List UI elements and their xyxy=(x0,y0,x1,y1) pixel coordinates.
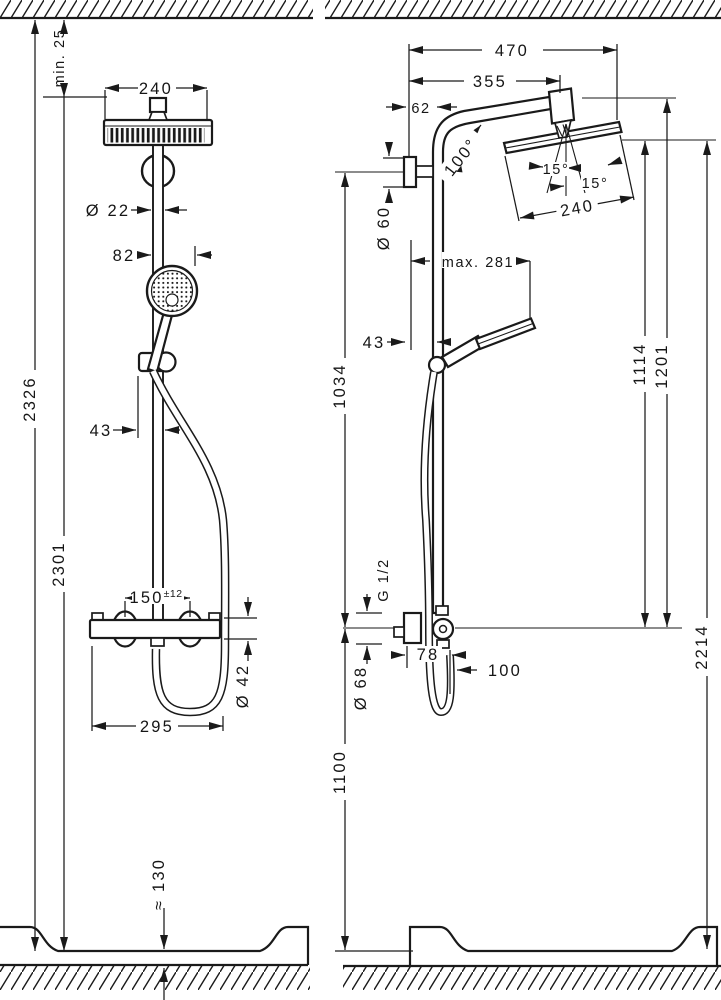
overhead-shower-side xyxy=(502,87,623,196)
dim-label-arm-reach: 355 xyxy=(473,73,507,91)
dim-head-total-height: 2214 xyxy=(693,141,711,949)
overhead-shower-front xyxy=(102,96,214,147)
side-view: 470 355 62 Ø 60 100° xyxy=(325,0,721,990)
dim-head-width-side: 240 xyxy=(504,134,635,222)
handshower-side xyxy=(440,317,537,369)
dim-total-height: 2326 xyxy=(21,20,39,951)
thermostat-side xyxy=(393,605,455,649)
dim-label-head-tilt-left: 15° xyxy=(543,162,570,178)
dim-valve-plate-diameter: Ø 68 xyxy=(352,643,382,711)
front-view: 2326 min. 25 2301 240 Ø 22 xyxy=(0,0,313,1000)
dim-head-above-valve: 1114 xyxy=(631,141,649,627)
dim-label-total-height: 2326 xyxy=(21,376,39,422)
head-pivot-cone xyxy=(553,118,573,139)
dim-valve-body-diameter: Ø 42 xyxy=(224,597,257,708)
shower-hose-side xyxy=(420,371,455,717)
dim-label-thread: G 1/2 xyxy=(376,558,392,601)
dim-label-hose-clearance: 43 xyxy=(363,334,386,352)
dim-valve-spacing: 150±12 xyxy=(124,588,191,617)
dim-min-clearance: min. 25 xyxy=(52,20,68,97)
shower-tray-front xyxy=(0,925,310,967)
dim-label-head-width-front: 240 xyxy=(139,80,173,98)
floor-hatch-left xyxy=(0,965,310,990)
wall-supply-plate xyxy=(402,155,434,189)
ceiling-hatch-right xyxy=(325,0,721,20)
dim-label-rail-length: 1034 xyxy=(331,363,349,409)
dim-head-tilt: 15° 15° xyxy=(528,156,623,192)
valve-handle-side xyxy=(431,617,455,641)
arm-connector xyxy=(547,87,576,125)
dim-label-handshower-offset: 82 xyxy=(113,247,136,265)
dim-label-valve-depth: 78 xyxy=(417,646,440,664)
dim-label-min-clearance: min. 25 xyxy=(52,29,68,88)
dim-arm-above-valve: 1201 xyxy=(653,99,671,627)
dim-tray-height: ≈ 130 xyxy=(150,858,168,1000)
dim-rail-height: 2301 xyxy=(50,97,68,951)
dim-valve-height: 1100 xyxy=(331,629,349,950)
shower-tray-side xyxy=(335,925,719,966)
handshower-head-front xyxy=(145,264,199,318)
dim-label-valve-height: 1100 xyxy=(331,750,349,794)
dim-label-head-tilt-right: 15° xyxy=(582,176,609,192)
dim-valve-depth: 78 xyxy=(391,646,466,694)
dim-wall-clearance: 62 xyxy=(386,101,457,117)
dim-label-head-total-height: 2214 xyxy=(693,624,711,670)
dim-label-head-width-side: 240 xyxy=(559,197,596,221)
dim-hose-loop-depth: 100 xyxy=(457,662,522,680)
dim-label-total-reach: 470 xyxy=(495,42,529,60)
dim-label-valve-spacing: 150±12 xyxy=(129,588,182,607)
ceiling-hatch-left xyxy=(0,0,313,20)
valve-body-side xyxy=(402,611,423,645)
dim-label-arm-above-valve: 1201 xyxy=(653,343,671,389)
dim-pipe-diameter: Ø 22 xyxy=(86,202,187,220)
dim-label-valve-body-diameter: Ø 42 xyxy=(234,664,252,709)
dim-arm-reach: 355 xyxy=(409,73,561,93)
dim-label-wall-clearance: 62 xyxy=(411,101,430,117)
ball-joint-knob xyxy=(148,96,168,114)
dim-label-valve-plate-diameter: Ø 68 xyxy=(352,666,370,711)
dim-rail-length: 1034 xyxy=(331,173,349,627)
dim-label-wall-plate-diameter: Ø 60 xyxy=(375,206,393,251)
shower-hose-front xyxy=(149,369,230,717)
dim-label-hose-loop-depth: 100 xyxy=(488,662,522,680)
dim-thread: G 1/2 xyxy=(356,558,392,614)
dim-label-arm-angle: 100° xyxy=(441,135,482,180)
dim-head-width-front: 240 xyxy=(104,80,208,119)
dim-max-reach: max. 281 xyxy=(410,240,531,350)
dim-label-rail-height: 2301 xyxy=(50,541,68,587)
dim-label-valve-width: 295 xyxy=(140,718,174,736)
dim-label-max-reach: max. 281 xyxy=(442,255,514,271)
dim-label-holder-offset: 43 xyxy=(90,422,113,440)
dim-wall-plate-diameter: Ø 60 xyxy=(375,142,403,250)
thermostat-body xyxy=(88,618,222,640)
dim-label-tray-height: ≈ 130 xyxy=(150,858,168,910)
hose-outlet xyxy=(150,637,165,647)
dim-total-reach: 470 xyxy=(408,42,618,156)
dim-hose-clearance: 43 xyxy=(363,334,451,352)
dim-handshower-offset: 82 xyxy=(113,246,212,266)
dim-holder-offset: 43 xyxy=(90,376,180,440)
floor-hatch-right xyxy=(343,964,721,990)
dim-label-head-above-valve: 1114 xyxy=(631,342,649,385)
dim-label-pipe-diameter: Ø 22 xyxy=(86,202,131,220)
dim-valve-width: 295 xyxy=(91,646,224,736)
